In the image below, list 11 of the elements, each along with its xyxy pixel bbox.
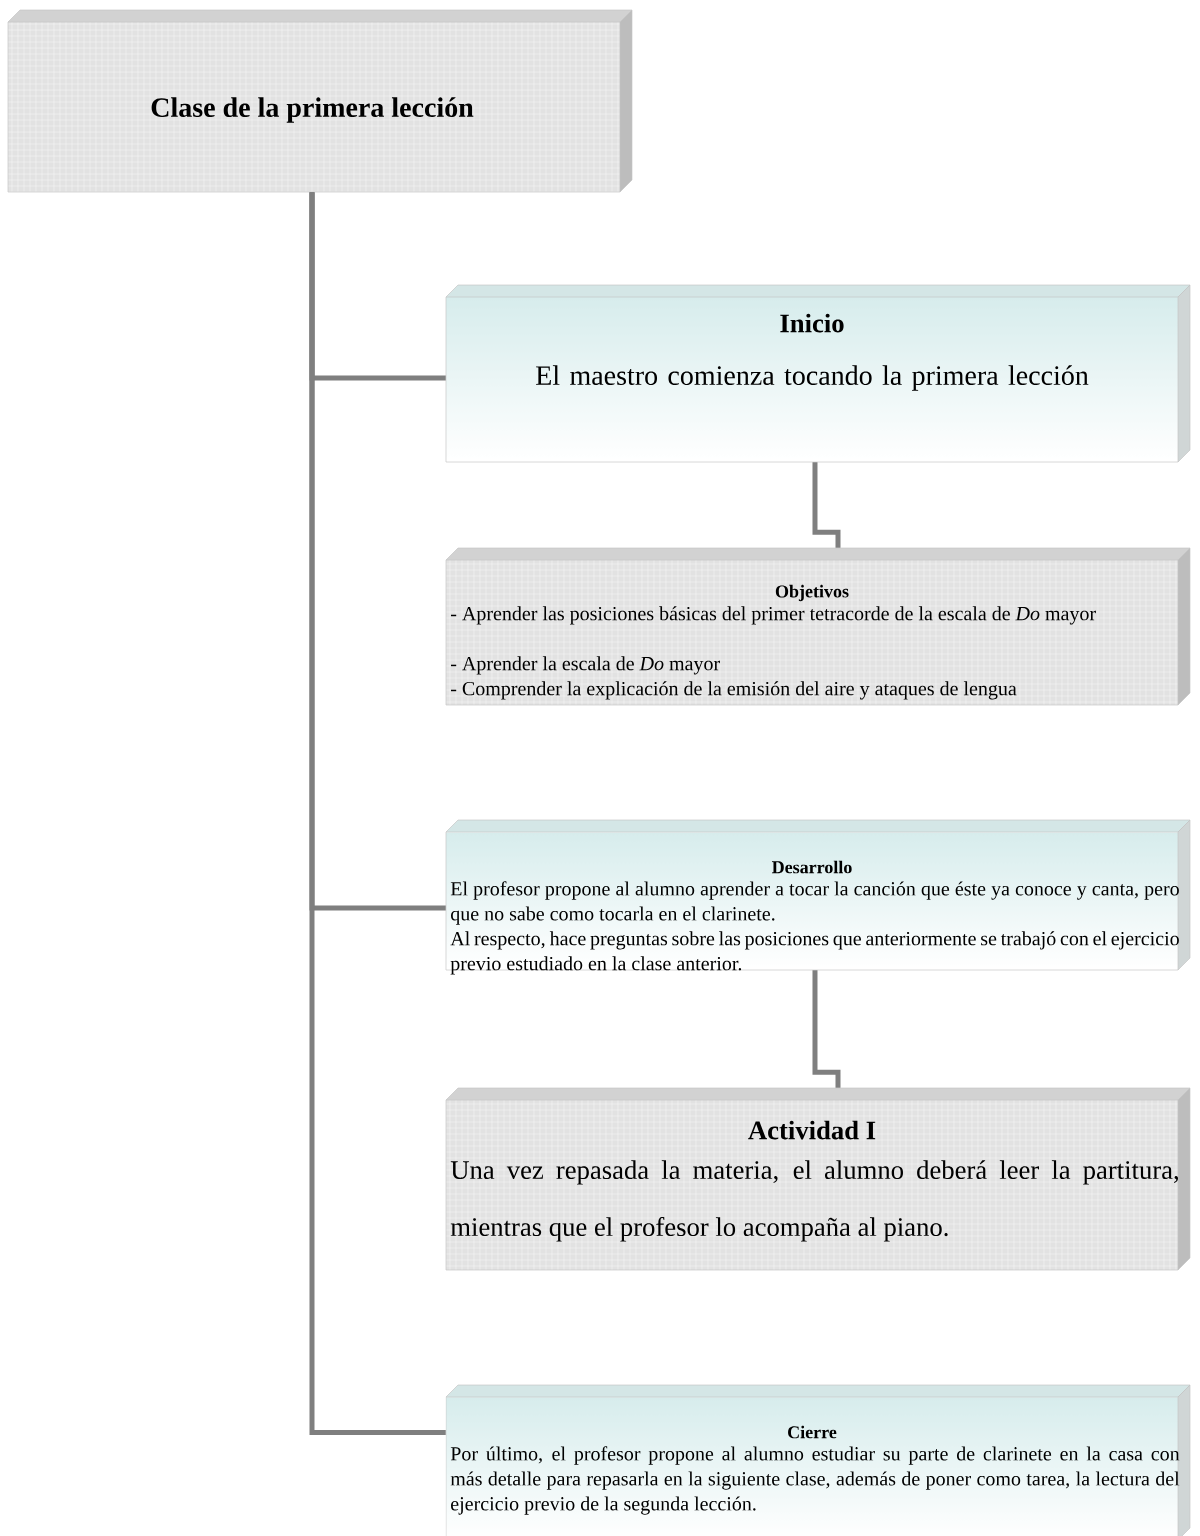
node-label: Por último, el profesor propone al alumno estudiar su parte de clarinete en la casa con más detalle para repasarla en la siguiente clase, además de poner como tarea, la lectura del ejercicio previo de la segunda lección. [450,1446,1180,1515]
connector-line [309,192,446,1435]
node-label: Cierre [788,1425,837,1439]
title-box: Clase de la primera lección [7,9,633,193]
connector-line [812,462,841,548]
stage-box: Inicio El maestro comienza tocando la primera lección [445,284,1191,463]
stage-box: Cierre Por último, el profesor propone al alumno estudiar su parte de clarinete en la casa con más detalle para repasarla en la siguiente clase, además de poner como tarea, la lectura del ejercicio previo de la segunda lección. [445,1384,1191,1536]
detail-box: Actividad I Una vez repasada la materia, el alumno deberá leer la partitura, mientras que el profesor lo acompaña al piano. [445,1087,1191,1271]
connector-line [812,970,841,1088]
stage-box: Desarrollo El profesor propone al alumno aprender a tocar la canción que éste ya conoce y canta, pero que no sabe como tocarla en el clarinete. Al respecto, hace preguntas sobre las posiciones que anteriormente se trabajó con el ejercicio previo estudiado en la clase anterior. [445,819,1191,975]
detail-box: Objetivos - Aprender las posiciones básicas del primer tetracorde de la escala de Do mayor - Aprender la escala de Do mayor - Comprender la explicación de la emisión del aire y ataques de lengua [445,547,1191,706]
